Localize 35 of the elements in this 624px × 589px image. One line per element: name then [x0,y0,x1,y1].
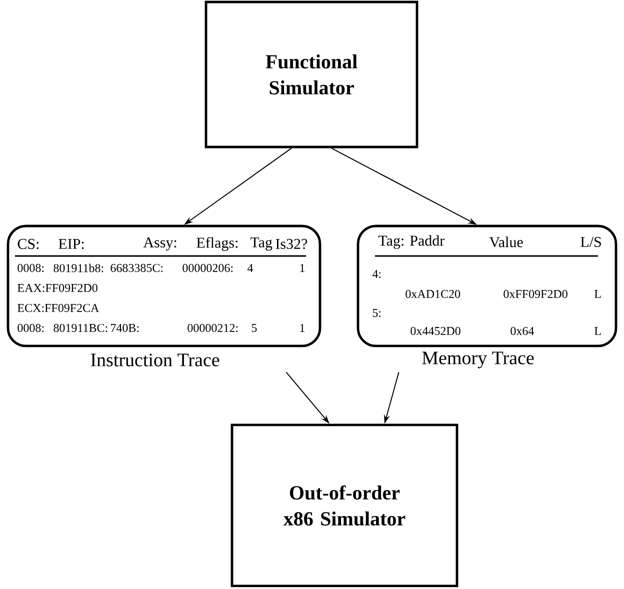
trace-text: Assy: [143,237,176,251]
trace-text: 0x4452D0 [410,326,460,336]
trace-text: 5 [252,324,257,332]
trace-text: Value [489,236,523,248]
trace-text: 1 [300,264,304,272]
trace-text: 0008: [18,264,44,272]
trace-text: Tag: Paddr [378,235,444,249]
trace-caption: Instruction Trace [90,354,220,366]
trace-text: Is32? [276,238,308,250]
trace-text: 4: [372,270,381,278]
simulator-box: Out-of-order x86 Simulator [230,424,458,588]
trace-text: 0xFF09F2D0 [504,290,568,298]
trace-text: EAX:FF09F2D0 [18,284,98,292]
simulator-box: Functional Simulator [204,0,418,148]
trace-text: 740B: [111,324,139,332]
trace-text: CS: [18,238,38,250]
trace-text: 0x64 [510,326,534,336]
trace-text: L/S [580,236,601,248]
trace-text: 4 [247,264,254,272]
trace-text: Eflags: [196,237,238,251]
trace-text: EIP: [58,238,84,249]
trace-text: 0xAD1C20 [406,290,460,298]
trace-text: 6683385C: [110,264,163,272]
trace-text: 5: [372,308,381,317]
trace-text: ECX:FF09F2CA [18,304,100,312]
trace-text: L [594,290,601,298]
trace-text: 801911BC: [54,324,108,332]
trace-text: Tag [250,237,272,250]
trace-text: 00000206: [182,264,233,272]
trace-text: 801911b8: [54,264,104,272]
trace-text: 00000212: [188,324,238,332]
trace-text: 0008: [18,324,44,332]
trace-text: L [594,327,601,335]
trace-caption: Memory Trace [422,352,534,368]
trace-text: 1 [300,324,304,332]
